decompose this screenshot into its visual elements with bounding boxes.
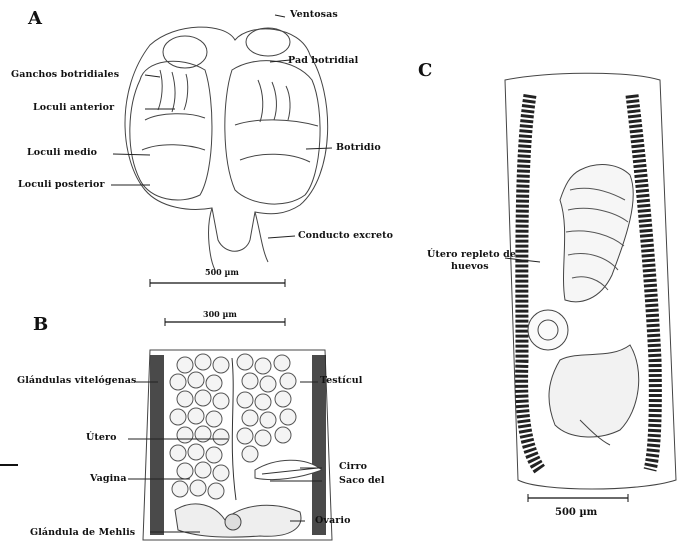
scale-bar-label-c: 500 µm [555,508,597,518]
label-testicul: Testícul [320,376,362,386]
label-utero: Útero [86,433,117,443]
label-cirro: Cirro [339,462,367,472]
label-glandulas-vitelogenas: Glándulas vitelógenas [17,376,136,386]
label-utero-repleto-line1: Útero repleto de [427,250,516,260]
label-ganchos-botridiales: Ganchos botridiales [11,70,119,80]
label-utero-repleto-line2: huevos [451,262,489,272]
label-vagina: Vagina [90,474,127,484]
scale-bar-label-b: 300 µm [203,310,237,318]
panel-label-b: B [33,316,48,334]
label-saco-del: Saco del [339,476,385,486]
panel-label-a: A [28,10,42,28]
label-botridio: Botridio [336,143,381,153]
label-glandula-mehlis: Glándula de Mehlis [30,528,135,538]
label-pad-botridial: Pad botridial [288,56,358,66]
label-ovario: Ovario [315,516,351,526]
label-loculi-anterior: Loculi anterior [33,103,114,113]
label-conducto-excreto: Conducto excreto [298,231,393,241]
label-loculi-posterior: Loculi posterior [18,180,105,190]
panel-c-drawing [505,73,676,502]
scale-bar-label-a: 500 µm [205,268,239,276]
label-loculi-medio: Loculi medio [27,148,97,158]
panel-label-c: C [418,62,432,80]
panel-b-drawing [128,318,332,540]
label-ventosas: Ventosas [290,10,338,20]
